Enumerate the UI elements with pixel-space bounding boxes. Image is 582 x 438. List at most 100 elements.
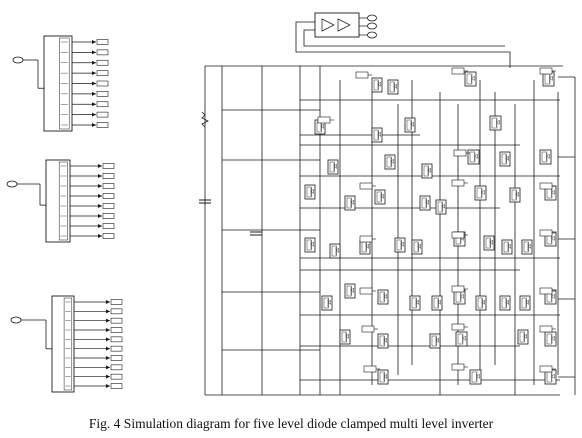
- diode-icon: [481, 189, 485, 195]
- goto-tag: [102, 173, 115, 179]
- switch-body: [304, 237, 316, 253]
- switch-port: [469, 151, 476, 163]
- arrow-icon: [92, 91, 96, 96]
- demux-port-column: [58, 161, 68, 241]
- goto-tag: [96, 80, 109, 87]
- goto-tag: [102, 183, 115, 189]
- igbt-diode-block-33: [321, 295, 333, 311]
- switch-port: [546, 333, 553, 345]
- measurement-block: [314, 12, 360, 38]
- igbt-diode-block-12: [467, 149, 480, 165]
- arrow-icon: [98, 194, 102, 198]
- diode-icon: [410, 121, 414, 127]
- diode-icon: [551, 189, 555, 195]
- switch-body: [489, 115, 502, 131]
- switch-body: [483, 235, 495, 251]
- arrow-icon: [92, 102, 96, 107]
- demux-block: [45, 159, 71, 243]
- igbt-diode-block-23: [304, 237, 316, 253]
- from-tag-1: [355, 71, 369, 79]
- from-tag-7: [451, 179, 465, 187]
- diode-icon: [462, 335, 466, 341]
- igbt-diode-block-50: [469, 369, 482, 385]
- gate-signal-group-2: [6, 159, 115, 243]
- igbt-diode-block-36: [409, 295, 421, 311]
- igbt-diode-block-43: [339, 329, 351, 345]
- gate-signal-group-1: [12, 35, 109, 132]
- diode-icon: [437, 299, 441, 305]
- demux-port-column: [59, 37, 70, 130]
- igbt-diode-block-13: [499, 151, 511, 167]
- pulse-source-icon: [12, 56, 24, 64]
- arrow-icon: [92, 50, 96, 55]
- goto-tag: [96, 122, 109, 128]
- diode-icon: [350, 199, 354, 205]
- igbt-diode-block-35: [377, 289, 389, 305]
- igbt-diode-block-29: [483, 235, 495, 251]
- diode-icon: [435, 337, 439, 343]
- igbt-diode-block-30: [501, 239, 513, 255]
- switch-body: [304, 184, 316, 200]
- from-tag-19: [451, 363, 465, 371]
- diode-icon: [350, 287, 354, 293]
- goto-tag: [110, 299, 123, 305]
- goto-tag: [96, 101, 109, 108]
- arrow-icon: [106, 300, 110, 304]
- arrow-icon: [92, 71, 96, 76]
- from-tag-20: [539, 365, 553, 373]
- diode-icon: [515, 191, 519, 197]
- igbt-diode-block-48: [544, 331, 557, 347]
- arrow-icon: [106, 337, 110, 342]
- igbt-diode-block-3: [464, 71, 477, 87]
- from-tag-14: [539, 287, 553, 295]
- measurement-wire: [303, 29, 505, 47]
- demux-block: [51, 295, 75, 393]
- goto-tag: [96, 39, 109, 45]
- switch-body: [374, 189, 386, 205]
- igbt-diode-block-14: [539, 149, 552, 165]
- switch-port: [476, 187, 483, 199]
- igbt-diode-block-2: [387, 79, 399, 95]
- diode-icon: [527, 243, 531, 249]
- switch-body: [429, 333, 441, 349]
- diode-icon: [481, 299, 485, 305]
- igbt-diode-block-21: [509, 187, 521, 203]
- gain-icon: [337, 18, 351, 32]
- diode-icon: [425, 199, 429, 205]
- goto-tag: [96, 49, 109, 56]
- switch-body: [404, 117, 416, 133]
- goto-tag: [102, 223, 115, 229]
- switch-port: [457, 333, 464, 345]
- from-tag-4: [317, 116, 331, 124]
- goto-tag: [96, 59, 109, 66]
- switch-port: [471, 371, 478, 383]
- switch-port: [491, 117, 498, 129]
- arrow-icon: [98, 224, 102, 228]
- switch-body: [384, 154, 396, 170]
- switch-body: [419, 195, 431, 211]
- igbt-diode-block-1: [371, 77, 383, 93]
- igbt-diode-block-24: [329, 243, 341, 259]
- igbt-diode-block-49: [377, 369, 389, 385]
- gain-icon: [321, 18, 335, 32]
- igbt-diode-block-6: [404, 117, 416, 133]
- switch-body: [501, 239, 513, 255]
- switch-body: [344, 195, 356, 211]
- from-tag-3: [539, 67, 553, 75]
- diode-icon: [393, 83, 397, 89]
- diode-icon: [427, 167, 431, 173]
- igbt-diode-block-40: [499, 295, 511, 311]
- demux-port-column: [63, 297, 73, 391]
- diode-icon: [377, 131, 381, 137]
- arrow-icon: [106, 318, 110, 323]
- arrow-icon: [98, 214, 102, 218]
- diode-icon: [476, 373, 480, 379]
- from-tag-11: [539, 229, 553, 237]
- diode-icon: [496, 119, 500, 125]
- diode-icon: [549, 75, 553, 81]
- igbt-diode-block-47: [517, 329, 529, 345]
- outport-icon: [367, 22, 377, 30]
- switch-body: [435, 199, 447, 215]
- igbt-diode-block-44: [377, 333, 389, 349]
- goto-tag: [96, 111, 109, 118]
